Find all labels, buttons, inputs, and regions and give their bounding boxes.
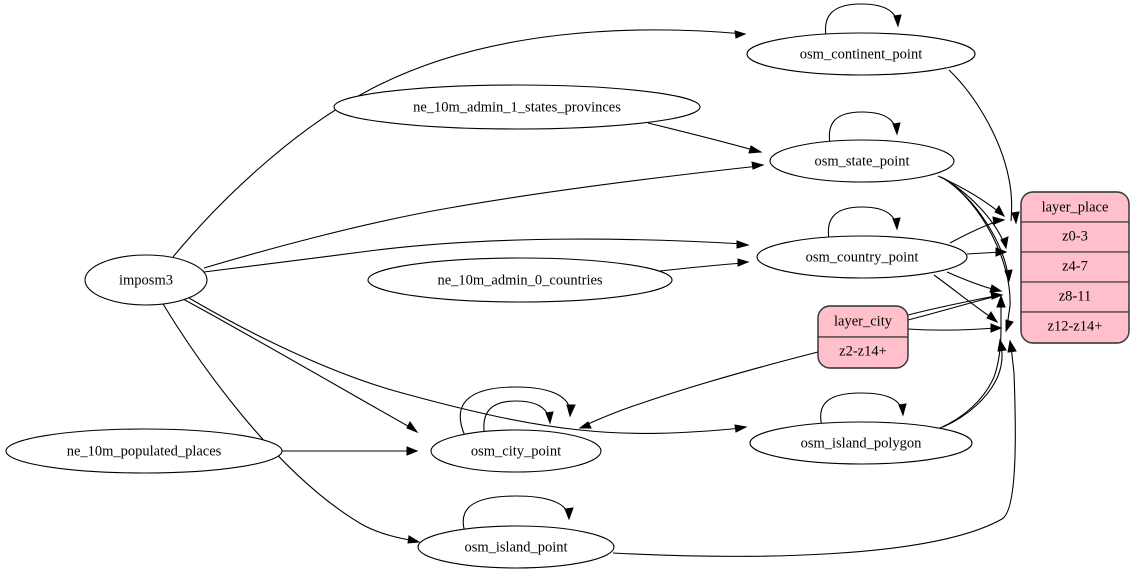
edge-self-loop-osm_continent_point bbox=[824, 3, 902, 46]
node-ne_10m_admin_1_states_provinces[interactable]: ne_10m_admin_1_states_provinces bbox=[333, 84, 701, 130]
edge-layer bbox=[162, 3, 1020, 557]
edge-layer_city-to-layer_place-z12-z14+ bbox=[907, 323, 1003, 333]
node-osm_island_point[interactable]: osm_island_point bbox=[417, 525, 615, 569]
record-layer_place-row-z0-3[interactable]: z0-3 bbox=[1062, 228, 1088, 244]
edge-imposm3-to-osm_city_point bbox=[182, 298, 419, 434]
edge-layer_city-to-osm_city_point bbox=[578, 351, 819, 429]
edge-self-loop-osm_island_point bbox=[462, 495, 574, 539]
record-node-layer_place[interactable]: layer_place z0-3 z4-7 z8-11 z12-z14+ bbox=[1020, 191, 1130, 344]
edge-imposm3-to-osm_island_polygon bbox=[188, 297, 748, 434]
node-imposm3[interactable]: imposm3 bbox=[84, 254, 208, 306]
edge-ne_10m_admin_0_countries-to-osm_country_point bbox=[659, 258, 750, 272]
node-osm_city_point[interactable]: osm_city_point bbox=[430, 429, 602, 473]
node-osm_island_polygon[interactable]: osm_island_polygon bbox=[749, 421, 973, 465]
node-osm_island_point-label: osm_island_point bbox=[464, 539, 567, 555]
edge-osm_country_point-to-layer_place-z0-3 bbox=[949, 216, 1006, 244]
edge-osm_island_point-to-layer_place-z12-z14+ bbox=[612, 339, 1017, 557]
edge-imposm3-to-osm_country_point bbox=[203, 238, 750, 273]
record-layer_place-header: layer_place bbox=[1042, 199, 1109, 215]
edge-imposm3-to-osm_continent_point bbox=[172, 29, 747, 258]
node-osm_continent_point[interactable]: osm_continent_point bbox=[746, 32, 976, 76]
edge-self-loop-osm_country_point bbox=[827, 206, 901, 249]
node-layer: imposm3 ne_10m_admin_1_states_provinces … bbox=[5, 32, 976, 569]
edge-osm_island_polygon-to-layer_place-z12-z14+ bbox=[942, 338, 1007, 428]
edge-ne_10m_populated_places-to-osm_city_point bbox=[282, 446, 419, 456]
edge-osm_country_point-to-layer_place-z4-7 bbox=[966, 247, 1008, 257]
node-osm_continent_point-label: osm_continent_point bbox=[800, 46, 922, 62]
record-node-layer_city[interactable]: layer_city z2-z14+ bbox=[817, 305, 909, 369]
edge-ne_10m_admin_1_states_provinces-to-osm_state_point bbox=[647, 122, 763, 154]
node-osm_country_point-label: osm_country_point bbox=[806, 249, 919, 265]
edge-imposm3-to-osm_state_point bbox=[203, 161, 765, 269]
record-layer_place-row-z8-11[interactable]: z8-11 bbox=[1059, 288, 1091, 304]
edge-osm_state_point-to-layer_place-z0-3 bbox=[937, 175, 1006, 218]
node-osm_island_polygon-label: osm_island_polygon bbox=[801, 435, 923, 451]
edge-layer_city-strand bbox=[907, 294, 1001, 316]
edge-osm_country_point-to-layer_place-z12-z14+ bbox=[933, 274, 999, 324]
edge-self-loop-osm_city_point bbox=[483, 400, 554, 443]
node-imposm3-label: imposm3 bbox=[119, 272, 173, 288]
edge-osm_island_polygon-to-layer_place-z8-11 bbox=[939, 294, 1006, 429]
node-ne_10m_populated_places[interactable]: ne_10m_populated_places bbox=[5, 428, 283, 474]
node-ne_10m_admin_1_states_provinces-label: ne_10m_admin_1_states_provinces bbox=[413, 99, 621, 115]
node-osm_city_point-label: osm_city_point bbox=[471, 443, 561, 459]
node-osm_state_point[interactable]: osm_state_point bbox=[769, 139, 955, 183]
record-layer_place-row-z12-z14plus[interactable]: z12-z14+ bbox=[1048, 318, 1103, 334]
edge-osm_country_point-to-layer_place-z8-11 bbox=[946, 271, 1003, 293]
record-layer_city-header: layer_city bbox=[834, 313, 893, 329]
record-node-layer: layer_place z0-3 z4-7 z8-11 z12-z14+ lay… bbox=[817, 191, 1130, 369]
record-layer_place-row-z4-7[interactable]: z4-7 bbox=[1062, 258, 1088, 274]
node-ne_10m_populated_places-label: ne_10m_populated_places bbox=[67, 443, 222, 459]
edge-imposm3-to-osm_island_point bbox=[162, 303, 421, 544]
edge-self-loop-osm_island_polygon bbox=[820, 392, 907, 434]
node-osm_country_point[interactable]: osm_country_point bbox=[756, 235, 968, 279]
node-ne_10m_admin_0_countries-label: ne_10m_admin_0_countries bbox=[437, 272, 602, 288]
edge-self-loop-osm_state_point bbox=[828, 111, 901, 154]
record-layer_city-row-z2-z14plus[interactable]: z2-z14+ bbox=[839, 343, 887, 359]
node-ne_10m_admin_0_countries[interactable]: ne_10m_admin_0_countries bbox=[367, 257, 673, 303]
edge-self-loop-osm_city_point-outer bbox=[459, 386, 576, 437]
node-osm_state_point-label: osm_state_point bbox=[814, 153, 909, 169]
edge-osm_continent_point-to-layer_place-z0-3 bbox=[948, 69, 1020, 225]
edge-osm_state_point-to-layer_place-z12-z14+ bbox=[944, 178, 1014, 333]
